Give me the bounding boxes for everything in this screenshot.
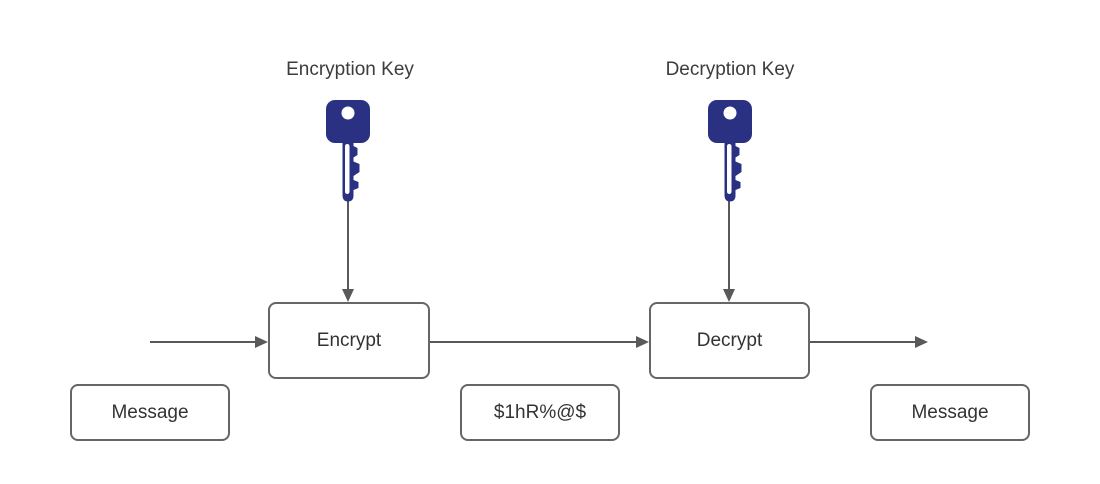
arrow-shaft <box>810 341 915 343</box>
decrypt-box: Decrypt <box>649 302 810 379</box>
arrow-shaft <box>430 341 636 343</box>
arrowhead-right-icon <box>915 336 928 348</box>
arrow-shaft <box>150 341 255 343</box>
arrow-decryption-key-to-decrypt <box>722 200 736 302</box>
arrow-shaft <box>347 200 349 289</box>
arrow-message-to-encrypt <box>150 335 268 349</box>
ciphertext-box: $1hR%@$ <box>460 384 620 441</box>
arrowhead-down-icon <box>723 289 735 302</box>
arrowhead-down-icon <box>342 289 354 302</box>
message-output-box: Message <box>870 384 1030 441</box>
arrow-decrypt-to-message <box>810 335 928 349</box>
arrow-encrypt-to-decrypt <box>430 335 649 349</box>
arrowhead-right-icon <box>636 336 649 348</box>
encryption-key-label: Encryption Key <box>286 59 414 80</box>
encrypt-box: Encrypt <box>268 302 430 379</box>
arrowhead-right-icon <box>255 336 268 348</box>
arrow-shaft <box>728 200 730 289</box>
key-icon <box>326 100 370 202</box>
arrow-encryption-key-to-encrypt <box>341 200 355 302</box>
message-input-box: Message <box>70 384 230 441</box>
key-icon <box>708 100 752 202</box>
decryption-key-label: Decryption Key <box>665 59 795 80</box>
